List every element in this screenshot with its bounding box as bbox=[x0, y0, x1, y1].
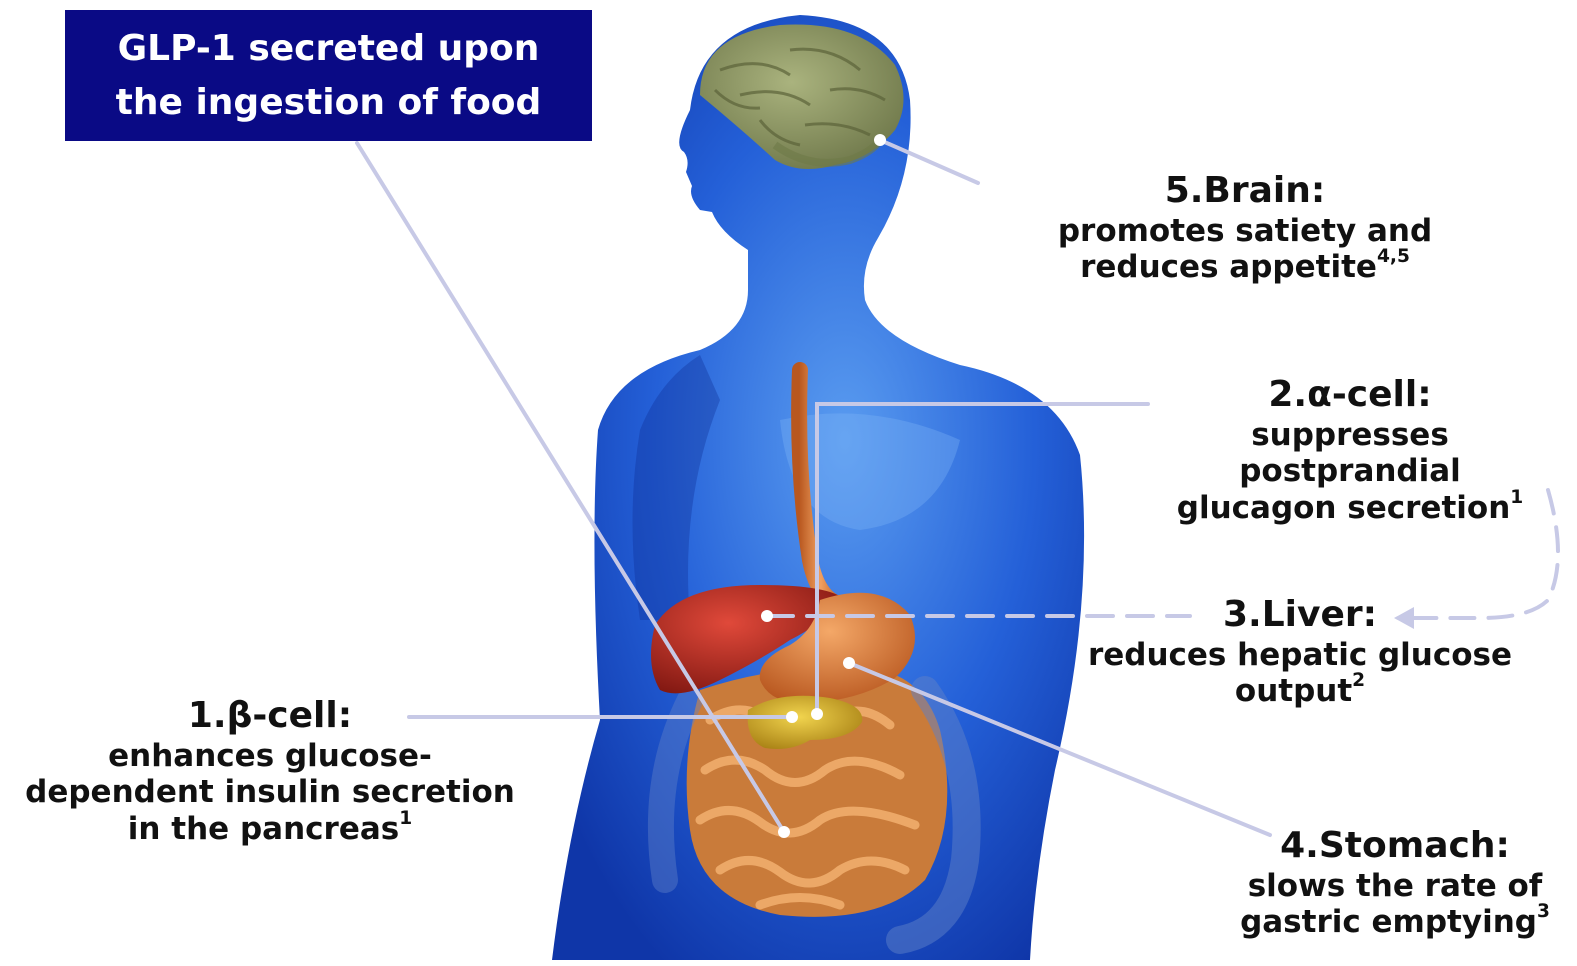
title-box: GLP-1 secreted upon the ingestion of foo… bbox=[65, 10, 592, 141]
brain-ref: 4,5 bbox=[1377, 246, 1410, 267]
label-brain: 5.Brain: promotes satiety and reduces ap… bbox=[1000, 168, 1490, 286]
beta-line-2: dependent insulin secretion bbox=[0, 774, 540, 810]
alpha-line-1: suppresses bbox=[1120, 417, 1577, 453]
title-line-1: GLP-1 secreted upon bbox=[116, 22, 542, 76]
marker-beta bbox=[786, 711, 798, 723]
marker-alpha bbox=[811, 708, 823, 720]
beta-line-1: enhances glucose- bbox=[0, 738, 540, 774]
liver-line-2: output2 bbox=[1055, 673, 1545, 709]
marker-stomach bbox=[843, 657, 855, 669]
beta-ref: 1 bbox=[399, 808, 412, 829]
brain-line-1: promotes satiety and bbox=[1000, 213, 1490, 249]
alpha-heading: 2.α-cell: bbox=[1120, 372, 1577, 417]
stomach-line-2: gastric emptying3 bbox=[1215, 904, 1575, 940]
label-beta-cell: 1.β-cell: enhances glucose- dependent in… bbox=[0, 693, 540, 847]
stomach-heading: 4.Stomach: bbox=[1215, 823, 1575, 868]
marker-brain bbox=[874, 134, 886, 146]
label-stomach: 4.Stomach: slows the rate of gastric emp… bbox=[1215, 823, 1575, 941]
title-line-2: the ingestion of food bbox=[116, 76, 542, 130]
marker-intestine bbox=[778, 826, 790, 838]
beta-heading: 1.β-cell: bbox=[0, 693, 540, 738]
alpha-line-2: postprandial bbox=[1120, 453, 1577, 489]
beta-line-3: in the pancreas1 bbox=[0, 811, 540, 847]
stomach-ref: 3 bbox=[1537, 901, 1550, 922]
stomach-line-1: slows the rate of bbox=[1215, 868, 1575, 904]
alpha-line-3: glucagon secretion1 bbox=[1120, 490, 1577, 526]
brain-heading: 5.Brain: bbox=[1000, 168, 1490, 213]
alpha-ref: 1 bbox=[1510, 487, 1523, 508]
liver-line-1: reduces hepatic glucose bbox=[1055, 637, 1545, 673]
brain-line-2: reduces appetite4,5 bbox=[1000, 249, 1490, 285]
liver-heading: 3.Liver: bbox=[1055, 592, 1545, 637]
label-liver: 3.Liver: reduces hepatic glucose output2 bbox=[1055, 592, 1545, 710]
liver-ref: 2 bbox=[1352, 670, 1365, 691]
marker-liver bbox=[761, 610, 773, 622]
label-alpha-cell: 2.α-cell: suppresses postprandial glucag… bbox=[1120, 372, 1577, 526]
